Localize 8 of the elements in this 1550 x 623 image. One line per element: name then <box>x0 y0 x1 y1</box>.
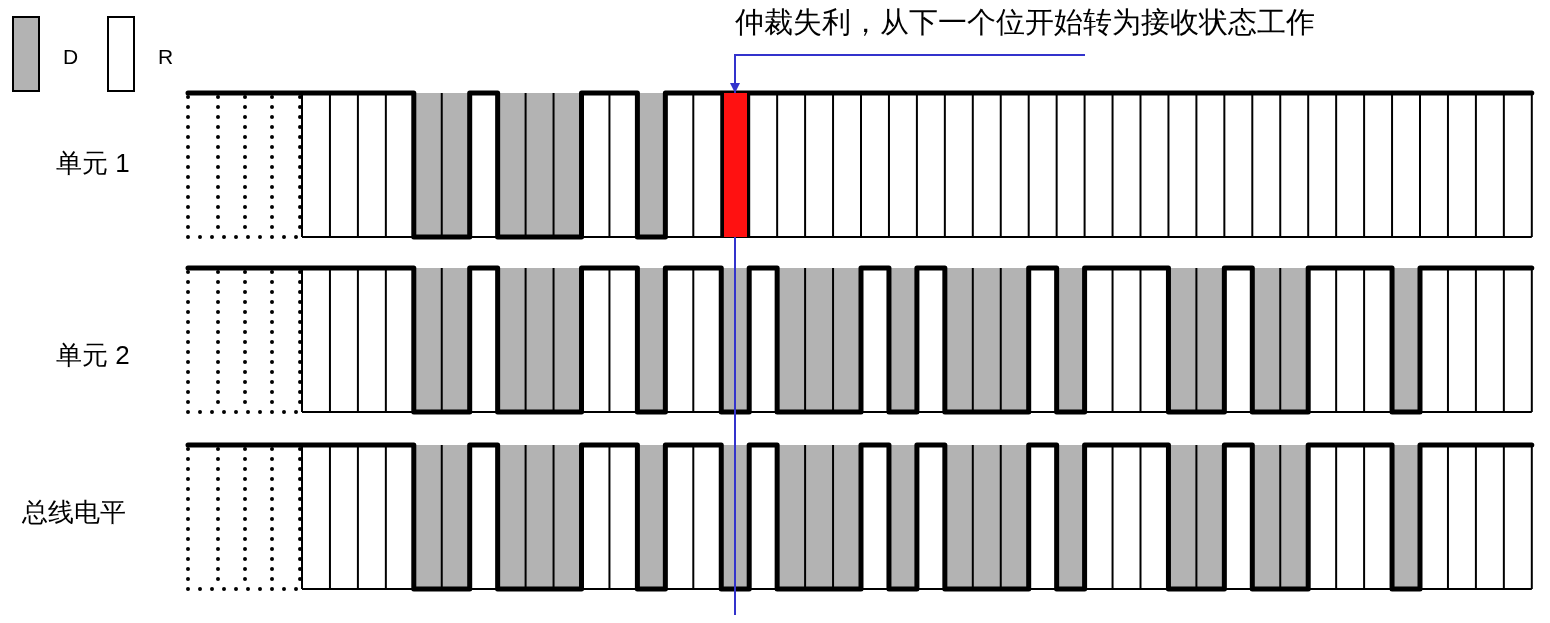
row-label: 单元 1 <box>56 147 130 180</box>
row-label: 总线电平 <box>22 496 126 529</box>
leader-arrow <box>730 54 1086 94</box>
arbitration-lost-bit <box>722 93 749 237</box>
legend-label: R <box>158 44 174 70</box>
row-label: 单元 2 <box>56 339 130 372</box>
legend-label: D <box>63 44 79 70</box>
annotation-text: 仲裁失利，从下一个位开始转为接收状态工作 <box>735 4 1315 55</box>
